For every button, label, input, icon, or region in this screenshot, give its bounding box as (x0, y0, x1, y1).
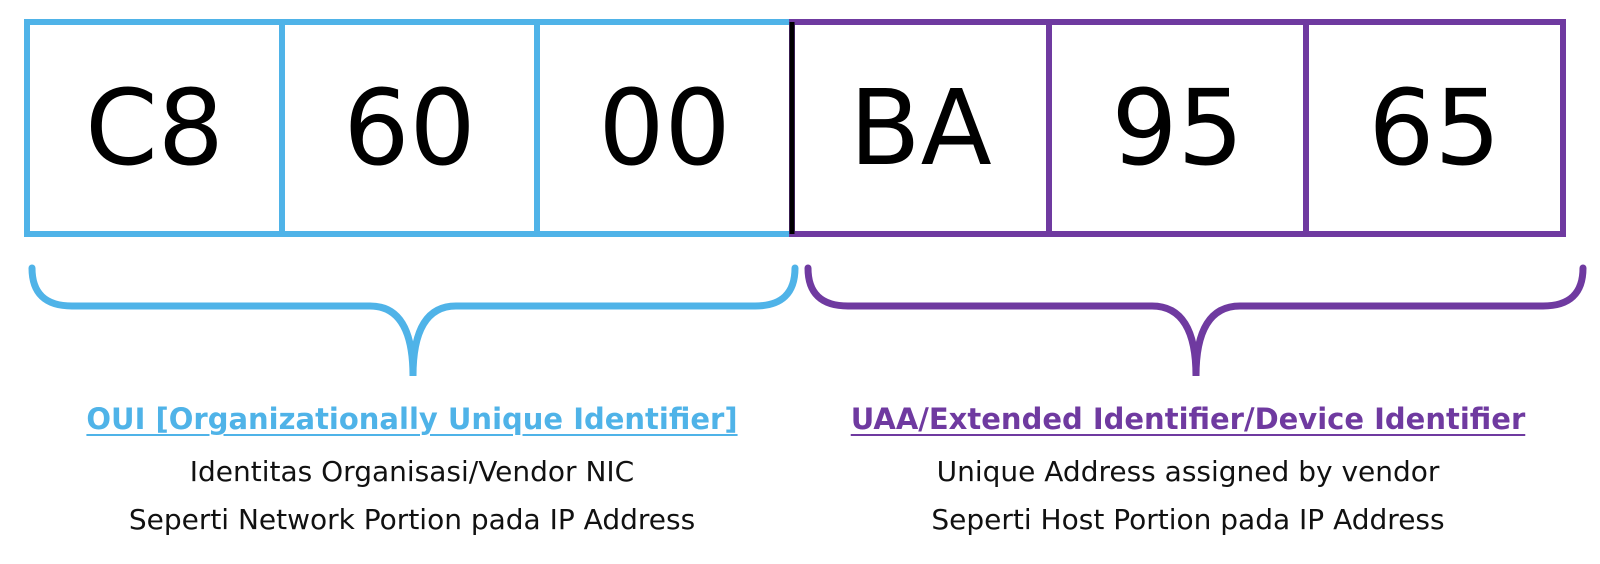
oui-title: OUI [Organizationally Unique Identifier] (86, 402, 738, 436)
uaa-label-block: UAA/Extended Identifier/Device Identifie… (808, 395, 1568, 544)
oui-label-block: OUI [Organizationally Unique Identifier]… (32, 395, 792, 544)
uaa-description-line-1: Unique Address assigned by vendor (936, 455, 1440, 488)
oui-octet-group: C8 60 00 (24, 19, 795, 237)
uaa-brace (804, 264, 1587, 377)
oui-octet-1: C8 (85, 67, 224, 189)
oui-octet-2: 60 (343, 67, 475, 189)
uaa-octet-cell-3 (1303, 19, 1566, 237)
uaa-octet-group: BA 95 65 (789, 19, 1566, 237)
uaa-octet-1: BA (849, 67, 992, 189)
oui-description-line-1: Identitas Organisasi/Vendor NIC (189, 455, 635, 488)
oui-description-line-2: Seperti Network Portion pada IP Address (128, 503, 696, 536)
oui-brace (28, 264, 799, 377)
oui-octet-3: 00 (598, 67, 730, 189)
uaa-octet-3: 65 (1368, 67, 1500, 189)
uaa-octet-2: 95 (1111, 67, 1243, 189)
uaa-description-line-2: Seperti Host Portion pada IP Address (931, 503, 1445, 536)
uaa-title: UAA/Extended Identifier/Device Identifie… (850, 402, 1526, 436)
